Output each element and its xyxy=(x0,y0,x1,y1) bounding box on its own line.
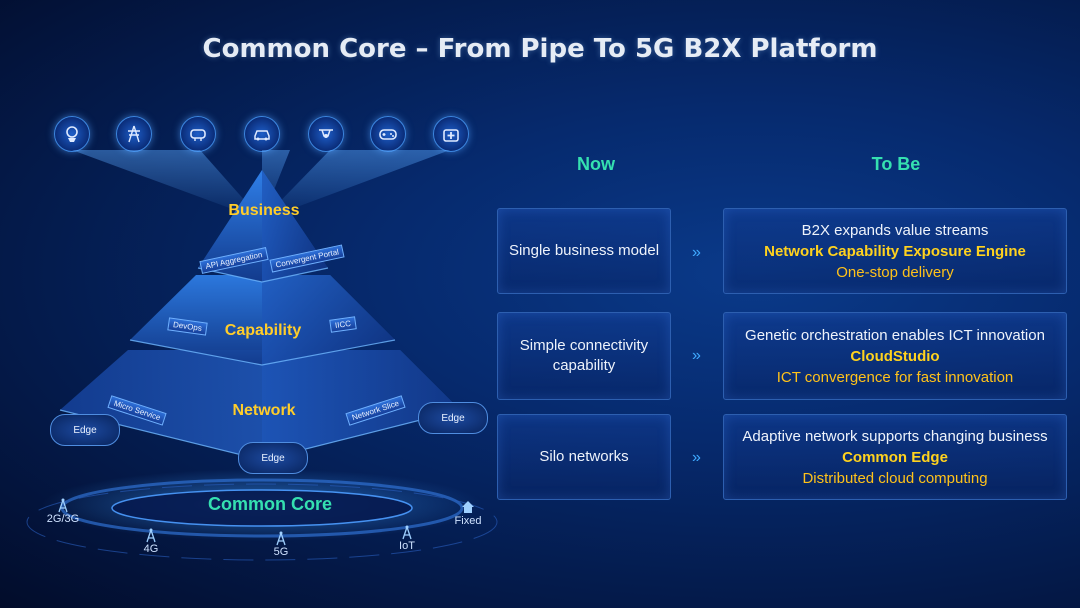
access-label: 4G xyxy=(143,543,159,555)
tobe-line-1: Adaptive network supports changing busin… xyxy=(742,427,1048,445)
tobe-header: To Be xyxy=(871,154,921,174)
tobe-box-3: Adaptive network supports changing busin… xyxy=(723,414,1067,500)
tobe-line-3: ICT convergence for fast innovation xyxy=(776,368,1014,386)
business-label: Business xyxy=(228,202,300,219)
antenna-icon xyxy=(58,498,68,513)
edge-node-left: Edge xyxy=(50,414,120,446)
page-title: Common Core – From Pipe To 5G B2X Platfo… xyxy=(202,34,878,64)
access-fixed: Fixed xyxy=(443,499,493,527)
access-label: Fixed xyxy=(454,515,482,527)
antenna-icon xyxy=(402,525,412,540)
now-text: Silo networks xyxy=(539,448,629,465)
capability-label: Capability xyxy=(224,322,302,339)
tobe-line-1: Genetic orchestration enables ICT innova… xyxy=(745,326,1045,344)
antenna-icon xyxy=(146,528,156,543)
chevron-right-icon: » xyxy=(692,449,701,466)
access-label: IoT xyxy=(399,540,415,552)
access-label: 5G xyxy=(273,546,289,558)
access-label: 2G/3G xyxy=(46,513,80,525)
now-header: Now xyxy=(577,154,615,174)
chevron-right-icon: » xyxy=(692,347,701,364)
vr-headset-icon xyxy=(54,116,90,152)
gamepad-icon xyxy=(370,116,406,152)
edge-label: Edge xyxy=(73,424,97,436)
access-2g3g: 2G/3G xyxy=(38,497,88,525)
edge-label: Edge xyxy=(261,452,285,464)
now-text: Simple connectivity capability xyxy=(519,337,649,374)
edge-node-right: Edge xyxy=(418,402,488,434)
car-icon xyxy=(244,116,280,152)
tobe-box-1: B2X expands value streams Network Capabi… xyxy=(723,208,1067,294)
tobe-line-2: Common Edge xyxy=(842,448,948,466)
tobe-line-3: One-stop delivery xyxy=(836,263,954,281)
now-box-2: Simple connectivity capability xyxy=(497,312,671,400)
tobe-box-2: Genetic orchestration enables ICT innova… xyxy=(723,312,1067,400)
now-box-3: Silo networks xyxy=(497,414,671,500)
tobe-line-1: B2X expands value streams xyxy=(801,221,989,239)
access-4g: 4G xyxy=(126,527,176,555)
tobe-line-3: Distributed cloud computing xyxy=(802,469,988,487)
now-text: Single business model xyxy=(508,242,660,259)
edge-label: Edge xyxy=(441,412,465,424)
tobe-line-2: CloudStudio xyxy=(850,347,940,365)
house-icon xyxy=(462,501,474,513)
edge-node-center: Edge xyxy=(238,442,308,474)
power-tower-icon xyxy=(116,116,152,152)
common-core-label: Common Core xyxy=(207,494,332,514)
drone-icon xyxy=(308,116,344,152)
now-box-1: Single business model xyxy=(497,208,671,294)
vr-goggles-icon xyxy=(180,116,216,152)
access-iot: IoT xyxy=(382,524,432,552)
antenna-icon xyxy=(276,531,286,546)
tobe-line-2: Network Capability Exposure Engine xyxy=(764,242,1026,260)
network-label: Network xyxy=(232,402,296,419)
access-5g: 5G xyxy=(256,530,306,558)
chevron-right-icon: » xyxy=(692,244,701,261)
medical-kit-icon xyxy=(433,116,469,152)
